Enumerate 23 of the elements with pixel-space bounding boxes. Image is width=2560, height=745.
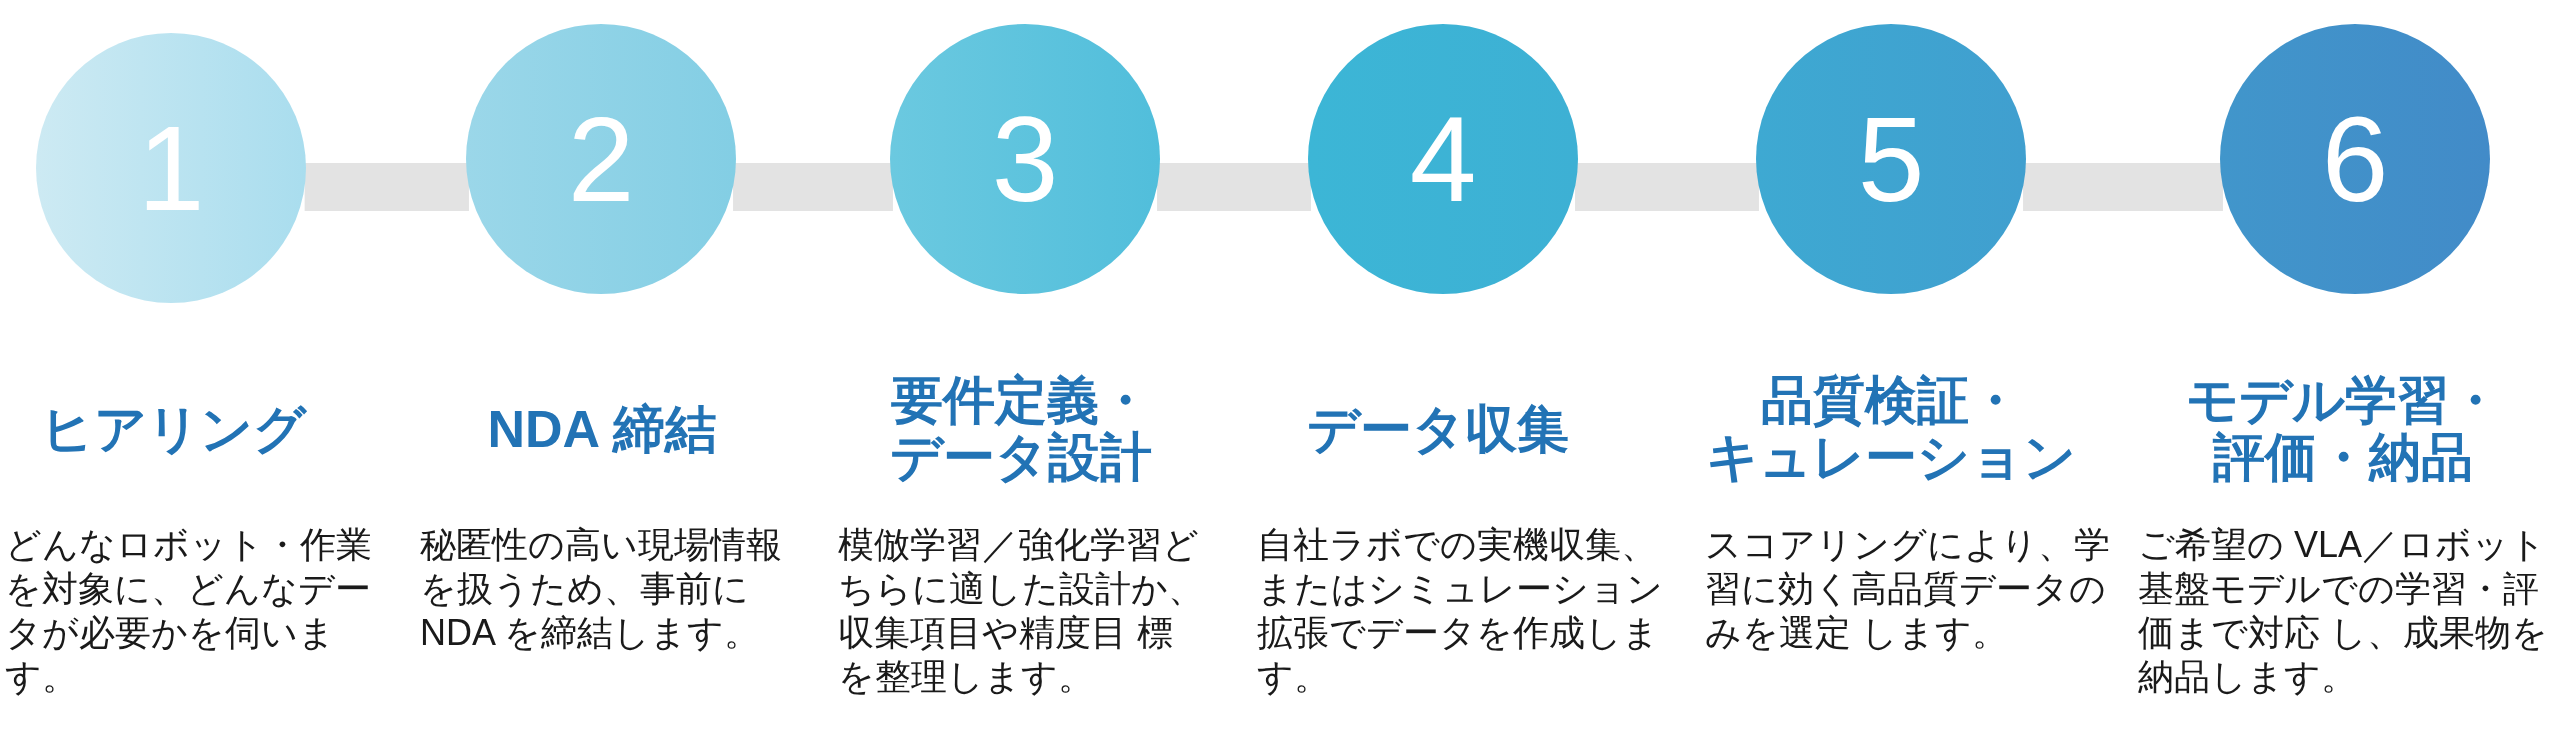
step-number: 6 [2321, 99, 2389, 219]
step-description: ご希望の VLA／ロボット基盤モデルでの学習・評価まで対応 し、成果物を納品します。 [2138, 523, 2549, 699]
connector-bar [2023, 163, 2223, 211]
connector-bar [1157, 163, 1311, 211]
connector-bar [304, 163, 469, 211]
step-number: 5 [1857, 99, 1925, 219]
connector-bar [1575, 163, 1759, 211]
step-description: 秘匿性の高い現場情報を扱うため、事前に NDA を締結します。 [420, 523, 783, 655]
step-number: 1 [137, 108, 205, 228]
step-number: 4 [1409, 99, 1477, 219]
step-number: 2 [567, 99, 635, 219]
step-heading: ヒアリング [40, 400, 306, 458]
step-description: 模倣学習／強化学習どちらに適した設計か、収集項目や精度目 標を整理します。 [838, 523, 1205, 699]
step-number: 3 [991, 99, 1059, 219]
step-description: スコアリングにより、学習に効く高品質データのみを選定 します。 [1705, 523, 2111, 655]
step-heading: モデル学習・評価・納品 [2185, 372, 2501, 486]
step-description: 自社ラボでの実機収集、またはシミュレーション拡張でデータを作成します。 [1257, 523, 1664, 699]
step-heading: 要件定義・データ設計 [889, 372, 1153, 486]
step-heading: データ収集 [1306, 400, 1570, 458]
step-heading: NDA 締結 [486, 400, 718, 458]
step-heading: 品質検証・キュレーション [1705, 372, 2077, 486]
step-description: どんなロボット・作業を対象に、どんなデータが必要かを伺います。 [5, 523, 373, 699]
connector-bar [733, 163, 893, 211]
